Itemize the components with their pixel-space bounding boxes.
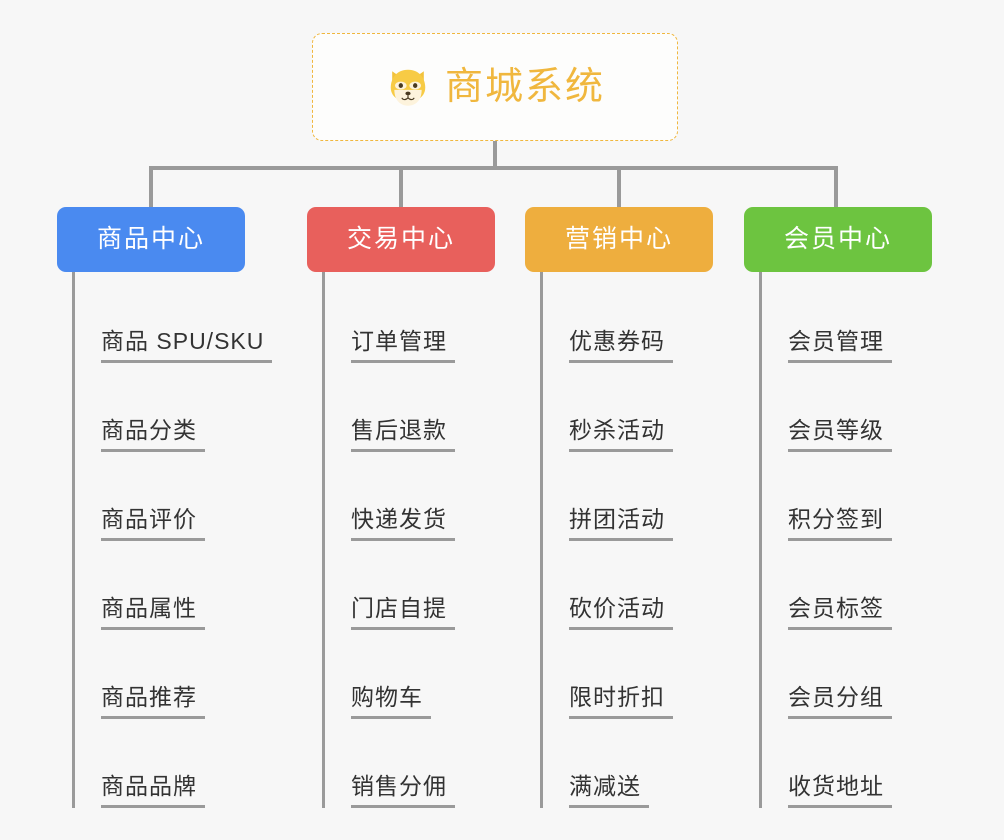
list-item[interactable]: 商品评价 (75, 452, 272, 541)
leaf-label: 限时折扣 (569, 684, 673, 719)
connector-drop-1 (149, 166, 153, 209)
connector-drop-2 (399, 166, 403, 209)
leaf-label: 商品 SPU/SKU (101, 328, 273, 363)
leaf-list-2: 订单管理 售后退款 快递发货 门店自提 购物车 销售分佣 (322, 272, 495, 808)
list-item[interactable]: 限时折扣 (543, 630, 713, 719)
leaf-label: 购物车 (351, 684, 431, 719)
leaf-label: 商品属性 (101, 595, 205, 630)
category-box-1[interactable]: 商品中心 (57, 207, 245, 272)
list-item[interactable]: 商品分类 (75, 363, 272, 452)
list-item[interactable]: 商品品牌 (75, 719, 272, 808)
list-item[interactable]: 砍价活动 (543, 541, 713, 630)
list-item[interactable]: 门店自提 (325, 541, 495, 630)
category-box-3[interactable]: 营销中心 (525, 207, 713, 272)
leaf-label: 砍价活动 (569, 595, 673, 630)
leaf-list-3: 优惠券码 秒杀活动 拼团活动 砍价活动 限时折扣 满减送 (540, 272, 713, 808)
leaf-list-1: 商品 SPU/SKU 商品分类 商品评价 商品属性 商品推荐 商品品牌 (72, 272, 273, 808)
leaf-label: 商品推荐 (101, 684, 205, 719)
connector-drop-4 (834, 166, 838, 209)
connector-drop-3 (617, 166, 621, 209)
leaf-label: 门店自提 (351, 595, 455, 630)
category-label-2: 交易中心 (346, 225, 455, 253)
leaf-label: 售后退款 (351, 417, 455, 452)
leaf-label: 订单管理 (351, 328, 455, 363)
leaf-label: 收货地址 (788, 773, 892, 808)
list-item[interactable]: 收货地址 (762, 719, 932, 808)
list-item[interactable]: 商品推荐 (75, 630, 272, 719)
list-item[interactable]: 商品属性 (75, 541, 272, 630)
category-box-4[interactable]: 会员中心 (744, 207, 932, 272)
list-item[interactable]: 积分签到 (762, 452, 932, 541)
list-item[interactable]: 会员标签 (762, 541, 932, 630)
shiba-dog-emoji (385, 64, 431, 110)
root-title: 商城系统 (444, 66, 605, 108)
leaf-label: 商品分类 (101, 417, 205, 452)
branch-column-2: 交易中心 订单管理 售后退款 快递发货 门店自提 购物车 销售分佣 (307, 207, 495, 808)
list-item[interactable]: 会员等级 (762, 363, 932, 452)
list-item[interactable]: 秒杀活动 (543, 363, 713, 452)
leaf-label: 会员管理 (788, 328, 892, 363)
branch-column-4: 会员中心 会员管理 会员等级 积分签到 会员标签 会员分组 收货地址 (744, 207, 932, 808)
leaf-label: 秒杀活动 (569, 417, 673, 452)
list-item[interactable]: 商品 SPU/SKU (75, 274, 273, 363)
list-item[interactable]: 满减送 (543, 719, 713, 808)
list-item[interactable]: 快递发货 (325, 452, 495, 541)
leaf-label: 销售分佣 (351, 773, 455, 808)
leaf-label: 快递发货 (351, 506, 455, 541)
category-label-1: 商品中心 (96, 225, 205, 253)
branch-column-1: 商品中心 商品 SPU/SKU 商品分类 商品评价 商品属性 商品推荐 商品品牌 (57, 207, 273, 808)
category-box-2[interactable]: 交易中心 (307, 207, 495, 272)
leaf-list-4: 会员管理 会员等级 积分签到 会员标签 会员分组 收货地址 (759, 272, 932, 808)
leaf-label: 商品评价 (101, 506, 205, 541)
list-item[interactable]: 会员管理 (762, 274, 932, 363)
category-label-3: 营销中心 (564, 225, 673, 253)
list-item[interactable]: 会员分组 (762, 630, 932, 719)
category-label-4: 会员中心 (783, 225, 892, 253)
root-node[interactable]: 商城系统 (312, 33, 678, 141)
connector-horizontal-bus (149, 166, 838, 170)
list-item[interactable]: 拼团活动 (543, 452, 713, 541)
leaf-label: 商品品牌 (101, 773, 205, 808)
leaf-label: 会员标签 (788, 595, 892, 630)
leaf-label: 满减送 (569, 773, 649, 808)
branch-column-3: 营销中心 优惠券码 秒杀活动 拼团活动 砍价活动 限时折扣 满减送 (525, 207, 713, 808)
list-item[interactable]: 销售分佣 (325, 719, 495, 808)
list-item[interactable]: 售后退款 (325, 363, 495, 452)
list-item[interactable]: 订单管理 (325, 274, 495, 363)
leaf-label: 会员分组 (788, 684, 892, 719)
connector-root-stem (493, 141, 497, 168)
leaf-label: 优惠券码 (569, 328, 673, 363)
list-item[interactable]: 购物车 (325, 630, 495, 719)
list-item[interactable]: 优惠券码 (543, 274, 713, 363)
leaf-label: 积分签到 (788, 506, 892, 541)
leaf-label: 拼团活动 (569, 506, 673, 541)
leaf-label: 会员等级 (788, 417, 892, 452)
